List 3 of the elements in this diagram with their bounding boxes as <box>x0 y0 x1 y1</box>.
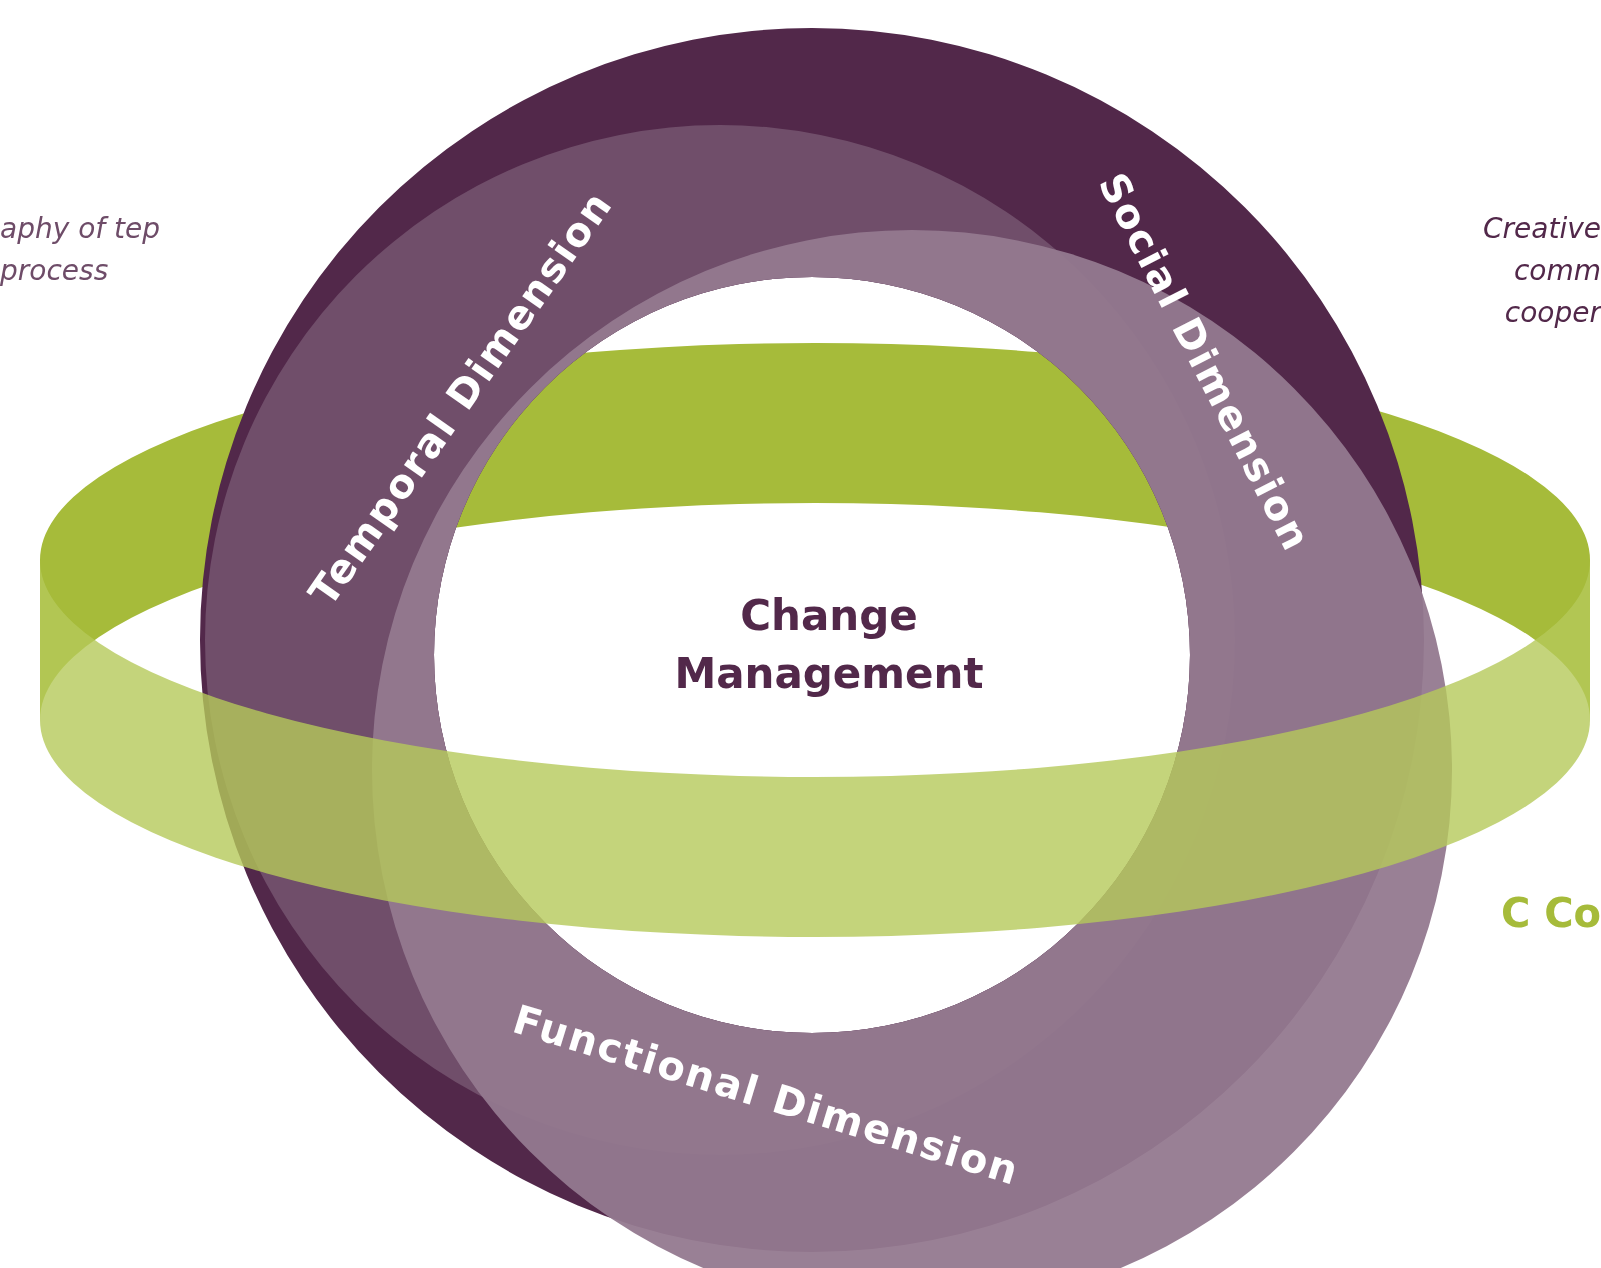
center-label: Change Management <box>664 587 994 703</box>
side-note: C Co <box>1500 889 1601 938</box>
side-note: aphy of tep process <box>0 211 161 289</box>
